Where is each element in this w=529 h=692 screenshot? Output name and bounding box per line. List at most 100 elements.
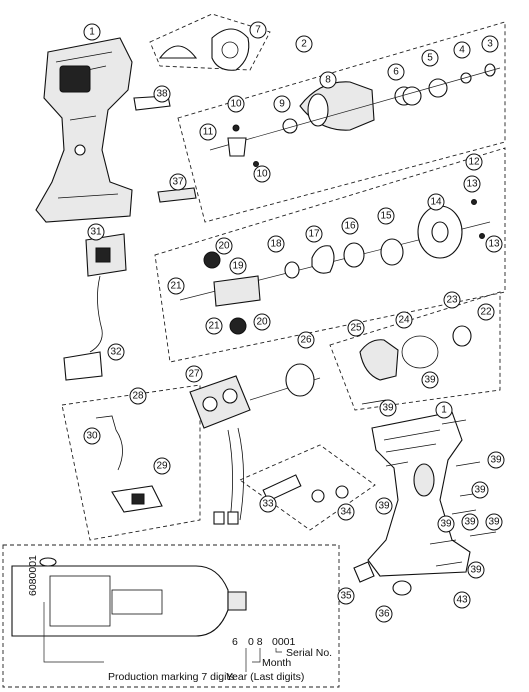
- callout-1-2: 1: [435, 401, 453, 419]
- callout-circle: [87, 223, 105, 241]
- callout-31: 31: [87, 223, 105, 241]
- callout-13-2: 13: [485, 235, 503, 253]
- callout-circle: [273, 95, 291, 113]
- callout-circle: [297, 331, 315, 349]
- callout-number: 27: [188, 369, 200, 380]
- callout-39-4: 39: [471, 481, 489, 499]
- callout-28: 28: [129, 387, 147, 405]
- callout-number: 26: [300, 335, 312, 346]
- callout-number: 37: [172, 177, 184, 188]
- callout-circle: [471, 481, 489, 499]
- callout-circle: [167, 277, 185, 295]
- callout-circle: [379, 399, 397, 417]
- callout-12: 12: [465, 153, 483, 171]
- callout-number: 29: [156, 461, 168, 472]
- callout-circle: [337, 503, 355, 521]
- callout-circle: [107, 343, 125, 361]
- callout-number: 13: [466, 179, 478, 190]
- callout-9: 9: [273, 95, 291, 113]
- callout-number: 39: [464, 517, 476, 528]
- callout-number: 21: [208, 321, 220, 332]
- callout-circle: [377, 207, 395, 225]
- group-outline-serial-box: [2, 544, 340, 688]
- callout-number: 23: [446, 295, 458, 306]
- callout-10: 10: [227, 95, 245, 113]
- callout-number: 2: [301, 39, 307, 50]
- callout-7: 7: [249, 21, 267, 39]
- callout-25: 25: [347, 319, 365, 337]
- callout-number: 34: [340, 507, 352, 518]
- callout-circle: [267, 235, 285, 253]
- callout-number: 39: [424, 375, 436, 386]
- callout-number: 6: [393, 67, 399, 78]
- callout-39-3: 39: [487, 451, 505, 469]
- callout-circle: [337, 587, 355, 605]
- callout-26: 26: [297, 331, 315, 349]
- callout-number: 39: [474, 485, 486, 496]
- callout-number: 24: [398, 315, 410, 326]
- callout-number: 13: [488, 239, 500, 250]
- year-label: Year (Last digits): [226, 671, 304, 683]
- callout-number: 43: [456, 595, 468, 606]
- callout-circle: [249, 21, 267, 39]
- group-outline-cover: [149, 13, 271, 71]
- callout-18: 18: [267, 235, 285, 253]
- callout-circle: [465, 153, 483, 171]
- callout-circle: [453, 41, 471, 59]
- callout-circle: [421, 49, 439, 67]
- callout-circle: [481, 35, 499, 53]
- callout-number: 31: [90, 227, 102, 238]
- callout-1: 1: [83, 23, 101, 41]
- callout-number: 22: [480, 307, 492, 318]
- callout-circle: [375, 605, 393, 623]
- callout-circle: [185, 365, 203, 383]
- callout-35: 35: [337, 587, 355, 605]
- brush-parts: [262, 474, 349, 503]
- callout-circle: [375, 497, 393, 515]
- callout-circle: [437, 515, 455, 533]
- month-label: Month: [262, 657, 291, 669]
- callout-circle: [387, 63, 405, 81]
- callout-43: 43: [453, 591, 471, 609]
- callout-number: 5: [427, 53, 433, 64]
- hammer-parts: [179, 199, 491, 335]
- callout-circle: [153, 457, 171, 475]
- callout-38: 38: [153, 85, 171, 103]
- callout-34: 34: [337, 503, 355, 521]
- callout-13: 13: [463, 175, 481, 193]
- callout-29: 29: [153, 457, 171, 475]
- callout-3: 3: [481, 35, 499, 53]
- callout-33: 33: [259, 495, 277, 513]
- serial-number-digits: 0001: [272, 636, 296, 648]
- callout-number: 33: [262, 499, 274, 510]
- callout-39: 39: [421, 371, 439, 389]
- callout-6: 6: [387, 63, 405, 81]
- callout-circle: [227, 95, 245, 113]
- callout-39-5: 39: [485, 513, 503, 531]
- callout-39-7: 39: [375, 497, 393, 515]
- callout-number: 32: [110, 347, 122, 358]
- callout-circle: [461, 513, 479, 531]
- callout-number: 18: [270, 239, 282, 250]
- callout-30: 30: [83, 427, 101, 445]
- callout-number: 28: [132, 391, 144, 402]
- callout-21: 21: [167, 277, 185, 295]
- callout-22: 22: [477, 303, 495, 321]
- callout-circle: [259, 495, 277, 513]
- callout-2: 2: [295, 35, 313, 53]
- serial-year-digit: 6: [232, 636, 238, 648]
- callout-number: 8: [325, 75, 331, 86]
- callout-number: 36: [378, 609, 390, 620]
- callout-number: 10: [230, 99, 242, 110]
- callout-circle: [453, 591, 471, 609]
- callout-24: 24: [395, 311, 413, 329]
- callout-circle: [487, 451, 505, 469]
- callout-15: 15: [377, 207, 395, 225]
- callout-number: 21: [170, 281, 182, 292]
- callout-number: 10: [256, 169, 268, 180]
- callout-number: 38: [156, 89, 168, 100]
- callout-39-2: 39: [379, 399, 397, 417]
- callout-number: 7: [255, 25, 261, 36]
- cover-pieces: [158, 28, 250, 71]
